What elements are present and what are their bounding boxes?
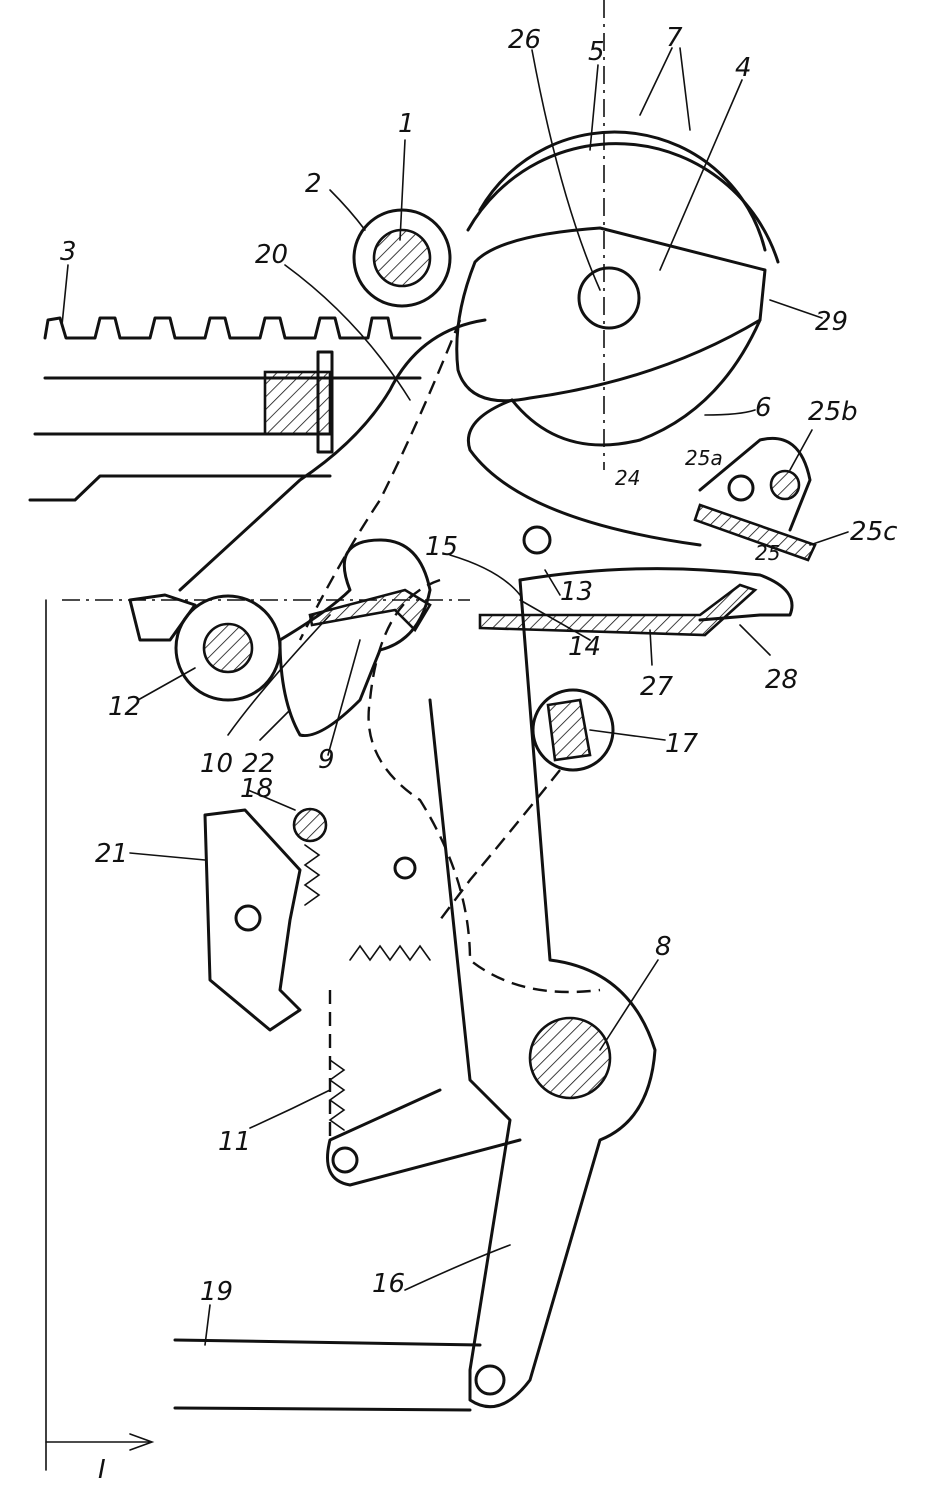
rack-pin (316, 350, 334, 454)
label-7: 7 (666, 23, 683, 53)
label-22: 22 (242, 749, 275, 779)
label-25c: 25c (850, 517, 897, 547)
pawl-pivot (234, 904, 262, 932)
label-section-I: I (98, 1455, 106, 1485)
label-9: 9 (318, 745, 335, 775)
catch-15 (308, 588, 432, 633)
label-25a: 25a (685, 446, 723, 470)
pin-13 (522, 525, 552, 555)
rod-19 (173, 1338, 482, 1412)
label-20: 20 (255, 240, 288, 270)
label-10: 10 (200, 749, 233, 779)
spring-diagonal (349, 944, 431, 962)
rack-block (263, 370, 332, 436)
label-18: 18 (240, 774, 273, 804)
label-2: 2 (305, 169, 322, 199)
hidden-outline-17 (439, 769, 561, 921)
label-3: 3 (60, 237, 77, 267)
pivot-12 (202, 622, 254, 674)
rack-3 (43, 316, 422, 340)
pivot-26 (577, 266, 641, 330)
shaft-1 (372, 228, 432, 288)
label-16: 16 (372, 1269, 405, 1299)
leader-lines (61, 47, 849, 1346)
label-21: 21 (95, 839, 128, 869)
label-14: 14 (568, 632, 601, 662)
slide-25 (693, 503, 817, 562)
lever-20-edge (467, 398, 702, 547)
lever-20 (178, 318, 487, 592)
latch-tip (128, 593, 197, 642)
label-8: 8 (655, 932, 672, 962)
spring-upper (303, 844, 321, 906)
label-1: 1 (398, 109, 415, 139)
label-4: 4 (735, 53, 752, 83)
shaft-17 (546, 698, 592, 762)
label-25: 25 (755, 541, 780, 565)
label-28: 28 (765, 665, 798, 695)
pin-11 (331, 1146, 359, 1174)
bar-27 (478, 583, 758, 637)
lever-4 (455, 226, 767, 403)
label-15: 15 (425, 532, 458, 562)
spring-anchor (393, 856, 417, 880)
label-25b: 25b (808, 397, 858, 427)
gear-segment-5 (466, 142, 780, 264)
pin-19 (474, 1364, 506, 1396)
gear-segment-5-inner (478, 130, 767, 252)
pin-25a (727, 474, 755, 502)
gear-6 (510, 318, 762, 447)
label-13: 13 (560, 577, 593, 607)
arm-28 (518, 567, 794, 622)
screw-25b (769, 469, 801, 501)
spring-11 (328, 1059, 346, 1131)
label-5: 5 (588, 37, 605, 67)
lever-16 (428, 578, 657, 1409)
pawl-21 (203, 808, 302, 1032)
label-24: 24 (615, 466, 640, 490)
plate-25 (698, 436, 812, 532)
rack-carrier (28, 432, 332, 502)
shaft-8 (528, 1016, 612, 1100)
label-6: 6 (755, 393, 772, 423)
label-12: 12 (108, 692, 141, 722)
arm-11 (326, 1088, 522, 1187)
hidden-edge-20 (298, 319, 462, 641)
label-17: 17 (665, 729, 699, 759)
label-11: 11 (218, 1127, 251, 1157)
stop-18 (292, 807, 328, 843)
label-19: 19 (200, 1277, 233, 1307)
label-26: 26 (508, 25, 541, 55)
latch-10 (278, 538, 432, 738)
section-arrowhead (129, 1433, 155, 1451)
label-27: 27 (640, 672, 674, 702)
hidden-outline-16 (367, 578, 601, 994)
label-29: 29 (815, 307, 848, 337)
